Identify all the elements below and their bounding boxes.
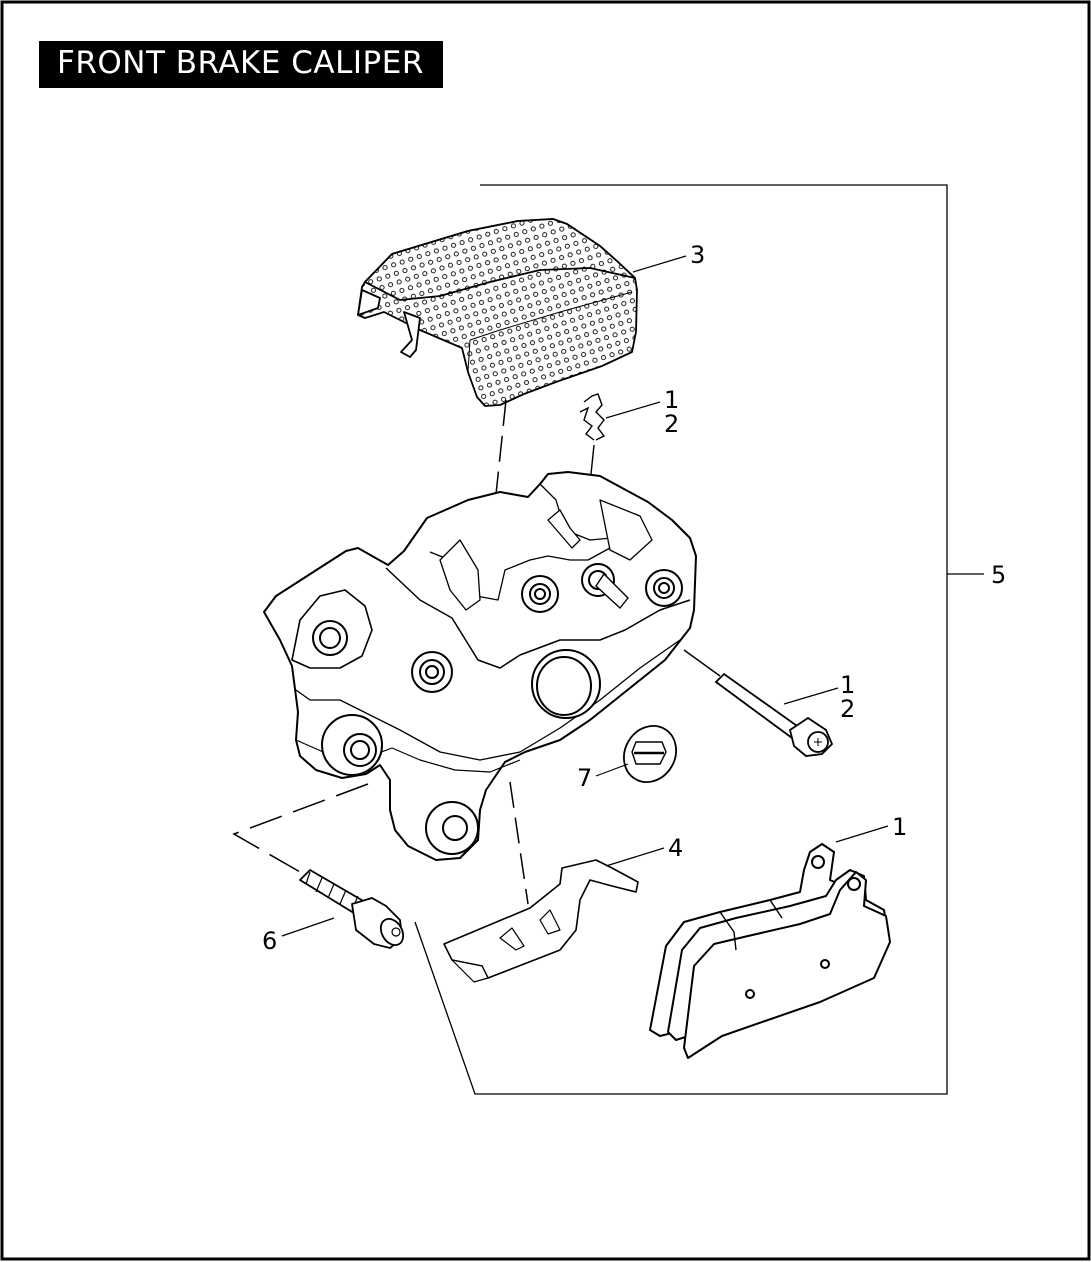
callout-1-clip: 1 xyxy=(664,386,680,414)
caliper-cover xyxy=(357,218,638,407)
pin-alignment-line xyxy=(683,649,721,677)
caliper-body xyxy=(263,471,697,861)
mounting-bolt xyxy=(299,869,405,949)
cover-leader xyxy=(632,255,687,273)
clip-leader xyxy=(605,401,661,419)
page-title: FRONT BRAKE CALIPER xyxy=(39,41,443,88)
callout-1-pads: 1 xyxy=(892,813,908,841)
bolt-alignment-line xyxy=(232,783,369,873)
medallion-leader xyxy=(595,763,629,777)
spring-alignment-line xyxy=(509,781,529,905)
spring-clip xyxy=(579,393,606,475)
callout-4: 4 xyxy=(668,834,684,862)
callout-5: 5 xyxy=(991,561,1007,589)
pad-pin xyxy=(714,672,834,757)
pin-leader xyxy=(783,687,839,705)
assembly-bracket xyxy=(414,184,984,1095)
pads-leader xyxy=(835,825,889,843)
spring-leader xyxy=(605,847,665,867)
callout-2-clip: 2 xyxy=(664,410,680,438)
callout-7: 7 xyxy=(577,764,593,792)
callout-6: 6 xyxy=(262,927,278,955)
callout-1-pin: 1 xyxy=(840,671,856,699)
pad-spring xyxy=(443,859,639,983)
callout-2-pin: 2 xyxy=(840,695,856,723)
bolt-leader xyxy=(281,917,335,937)
brake-pads xyxy=(649,843,891,1059)
medallion xyxy=(623,725,677,783)
callout-3: 3 xyxy=(690,241,706,269)
